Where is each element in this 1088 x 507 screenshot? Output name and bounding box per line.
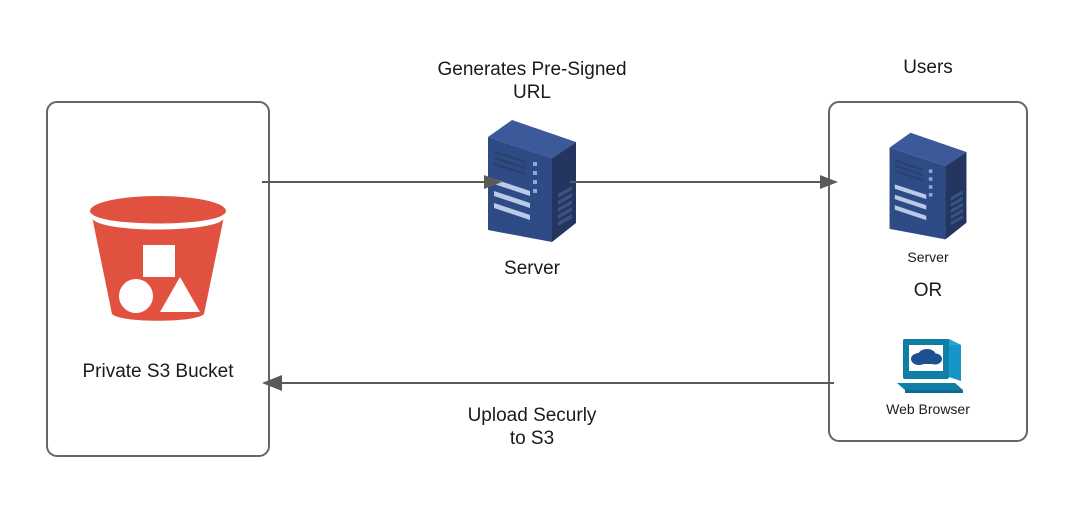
generates-presigned-url-label: Generates Pre-Signed URL (437, 59, 627, 104)
middle-server-label: Server (504, 258, 560, 279)
s3-bucket-icon (90, 196, 226, 321)
web-browser-label: Web Browser (886, 401, 970, 417)
upload-securely-label: Upload Securly to S3 (467, 405, 597, 450)
users-server-label: Server (907, 249, 949, 265)
web-browser-icon (897, 339, 963, 393)
users-to-bucket-arrow (262, 375, 834, 391)
users-title: Users (903, 57, 953, 78)
bucket-label: Private S3 Bucket (82, 361, 234, 382)
or-label: OR (913, 280, 943, 301)
server-icon (889, 132, 967, 240)
server-to-users-arrow (570, 175, 838, 189)
server-icon (488, 120, 576, 242)
bucket-to-server-arrow (262, 175, 502, 189)
